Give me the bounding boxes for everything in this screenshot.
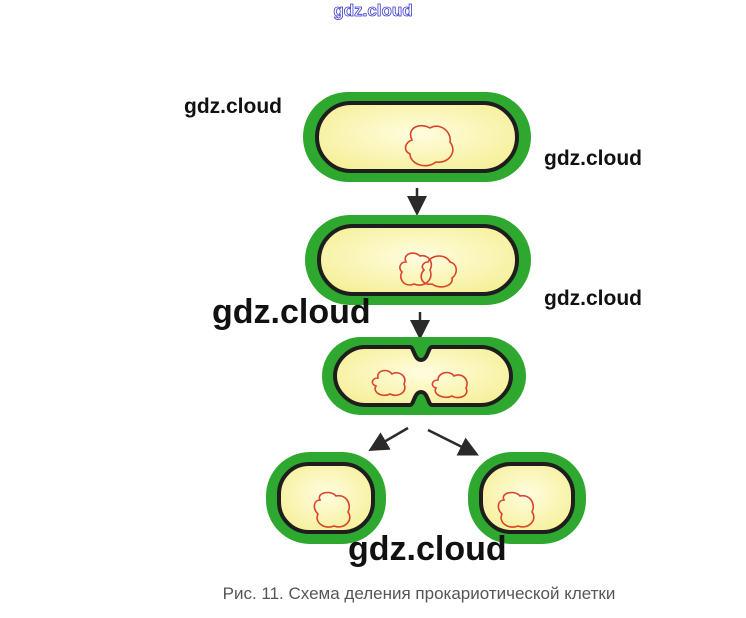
stage-1-cell <box>303 92 531 182</box>
watermark-5: gdz.cloud <box>348 530 507 568</box>
nucleoid-left <box>371 369 406 397</box>
nucleoid-right <box>420 255 458 288</box>
daughter-cell-right <box>468 452 586 544</box>
nucleoid-right <box>431 371 468 399</box>
cell-membrane <box>277 462 375 534</box>
nucleoid <box>313 491 351 528</box>
daughter-cell-left <box>266 452 386 544</box>
cell-membrane <box>315 101 519 173</box>
stage-2-cell <box>305 215 531 305</box>
watermark-1: gdz.cloud <box>184 95 282 118</box>
stage-3-cell <box>322 337 526 415</box>
cell-membrane <box>479 462 575 534</box>
nucleoid <box>404 124 454 167</box>
arrow-right-down <box>427 428 479 456</box>
nucleoid <box>497 491 535 528</box>
watermark-top: gdz.cloud <box>333 1 413 20</box>
cell-membrane <box>317 224 519 296</box>
figure-caption: Рис. 11. Схема деления прокариотической … <box>222 584 616 603</box>
watermark-4: gdz.cloud <box>212 293 371 331</box>
watermark-3: gdz.cloud <box>544 287 642 310</box>
arrow-left-down <box>368 426 409 452</box>
watermark-2: gdz.cloud <box>544 147 642 170</box>
nucleoid-left <box>399 252 433 286</box>
